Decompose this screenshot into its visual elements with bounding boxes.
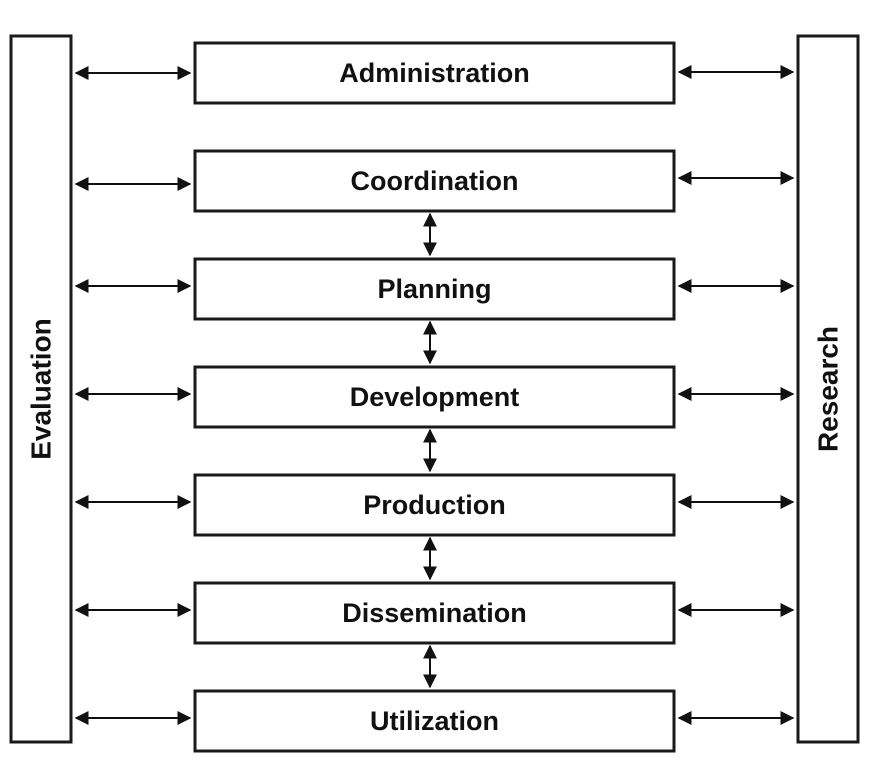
stage-label: Planning [378,274,492,304]
stage-utilization: Utilization [193,689,676,753]
stage-box [193,257,676,321]
stage-label: Development [350,382,520,412]
stage-box [193,365,676,429]
stage-production: Production [193,473,676,537]
research-bar: Research [796,34,860,744]
stage-box [193,473,676,537]
stage-box [193,581,676,645]
stage-dissemination: Dissemination [193,581,676,645]
stage-box [193,41,676,105]
research-label: Research [813,326,844,452]
research-bar-rect [796,34,860,744]
stage-label: Administration [339,58,530,88]
stage-label: Utilization [370,706,499,736]
stage-coordination: Coordination [193,149,676,213]
stage-box [193,149,676,213]
stage-label: Dissemination [342,598,527,628]
evaluation-bar-rect [9,34,73,744]
stage-administration: Administration [193,41,676,105]
stage-planning: Planning [193,257,676,321]
stage-label: Coordination [351,166,519,196]
stage-box [193,689,676,753]
evaluation-label: Evaluation [26,318,57,460]
stage-label: Production [363,490,506,520]
evaluation-bar: Evaluation [9,34,73,744]
stage-development: Development [193,365,676,429]
